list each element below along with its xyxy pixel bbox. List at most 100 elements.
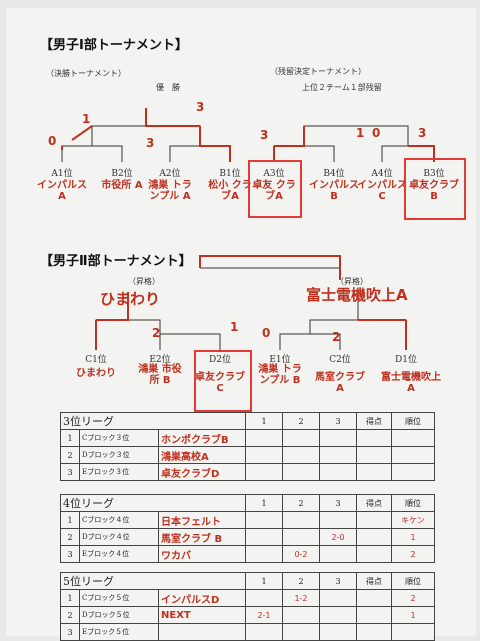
row-team: 日本フェルト — [158, 511, 246, 529]
seed-B1: B1位 — [219, 169, 241, 179]
row-label: Cブロック５位 — [79, 589, 159, 607]
highlight-box-D2 — [194, 350, 252, 412]
seed-A4: A4位 — [371, 169, 393, 179]
right-team-1: インパルス B — [309, 180, 359, 202]
row-label: Eブロック５位 — [79, 623, 159, 641]
league5-header-points: 得点 — [356, 572, 392, 590]
s2-score-2: 0 — [262, 326, 271, 340]
table-row: 3 Eブロック３位 卓友クラブD — [60, 463, 435, 481]
seed-B2: B2位 — [111, 169, 133, 179]
league5-table: 5位リーグ 1 2 3 得点 順位 1 Cブロック５位 インパルスD 1-2 2… — [60, 572, 435, 641]
promo-right-label: （昇格） — [336, 277, 368, 286]
seed-A3: A3位 — [263, 169, 285, 179]
row-team: ホンポクラブB — [158, 429, 246, 447]
seed-C2: C2位 — [329, 355, 351, 365]
right-team-2: インパルス C — [357, 180, 407, 202]
league4-header-3: 3 — [319, 494, 357, 512]
s2-score-0: 2 — [152, 326, 161, 340]
right-team-3: 卓友クラブ B — [409, 180, 459, 202]
row-team: NEXT — [158, 606, 246, 624]
right-bracket-note: 上位２チーム１部残留 — [302, 83, 382, 92]
left-score-1: 1 — [82, 112, 91, 126]
s2-team-4: 馬室クラブ A — [315, 372, 365, 394]
s2-team-0: ひまわり — [76, 368, 116, 379]
row-rank: 2 — [391, 589, 435, 607]
row-label: Cブロック４位 — [79, 511, 159, 529]
row-num: 3 — [60, 623, 80, 641]
promo-left-label: （昇格） — [128, 277, 160, 286]
left-bracket-subtitle: （決勝トーナメント） — [46, 69, 126, 78]
row-label: Eブロック４位 — [79, 545, 159, 563]
seed-B3: B3位 — [423, 169, 445, 179]
left-score-0: 0 — [48, 134, 57, 148]
section1-title: 【男子Ⅰ部トーナメント】 — [40, 38, 188, 53]
seed-B4: B4位 — [323, 169, 345, 179]
row-label: Cブロック３位 — [79, 429, 159, 447]
row-num: 3 — [60, 463, 80, 481]
row-num: 1 — [60, 429, 80, 447]
league5-title: 5位リーグ — [60, 572, 246, 590]
row-result-2: 1-2 — [282, 589, 320, 607]
row-label: Dブロック４位 — [79, 528, 159, 546]
section2-winner-left: ひまわり — [100, 290, 161, 308]
right-score-0: 3 — [260, 128, 269, 142]
row-num: 3 — [60, 545, 80, 563]
league5-header-rank: 順位 — [391, 572, 435, 590]
league5-header-1: 1 — [245, 572, 283, 590]
league5-header-2: 2 — [282, 572, 320, 590]
seed-C1: C1位 — [85, 355, 107, 365]
table-row: 1 Cブロック５位 インパルスD 1-2 2 — [60, 589, 435, 607]
row-label: Dブロック５位 — [79, 606, 159, 624]
row-label: Eブロック３位 — [79, 463, 159, 481]
league5-header-3: 3 — [319, 572, 357, 590]
row-result-3: 2-0 — [319, 528, 357, 546]
table-row: 1 Cブロック４位 日本フェルト キケン — [60, 511, 435, 529]
row-rank: キケン — [391, 511, 435, 529]
league3-table: 3位リーグ 1 2 3 得点 順位 1 Cブロック３位 ホンポクラブB 2 Dブ… — [60, 412, 435, 481]
row-label: Dブロック３位 — [79, 446, 159, 464]
row-team: 卓友クラブD — [158, 463, 246, 481]
left-score-3: 3 — [196, 100, 205, 114]
row-rank: 2 — [391, 545, 435, 563]
league3-header-2: 2 — [282, 412, 320, 430]
highlight-box-B3 — [404, 158, 466, 220]
row-num: 1 — [60, 589, 80, 607]
league4-table: 4位リーグ 1 2 3 得点 順位 1 Cブロック４位 日本フェルト キケン 2… — [60, 494, 435, 563]
table-row: 2 Dブロック３位 鴻巣高校A — [60, 446, 435, 464]
left-score-2: 3 — [146, 136, 155, 150]
left-team-1: 市役所 A — [101, 180, 143, 191]
seed-A2: A2位 — [159, 169, 181, 179]
section2-title: 【男子Ⅱ部トーナメント】 — [40, 254, 192, 269]
row-num: 2 — [60, 446, 80, 464]
left-team-3: 松小 クラブA — [208, 180, 252, 202]
left-team-2: 鴻巣 トランプル A — [148, 180, 192, 202]
s2-team-1: 鴻巣 市役所 B — [138, 364, 182, 386]
section2-winner-right: 富士電機吹上A — [306, 286, 408, 304]
league3-header-rank: 順位 — [391, 412, 435, 430]
s2-score-3: 2 — [332, 330, 341, 344]
table-row: 3 Eブロック４位 ワカバ 0-2 2 — [60, 545, 435, 563]
row-team: 馬室クラブ B — [158, 528, 246, 546]
left-team-0: インパルス A — [37, 180, 87, 202]
league4-header-1: 1 — [245, 494, 283, 512]
right-team-0: 卓友 クラブA — [252, 180, 296, 202]
league3-header-3: 3 — [319, 412, 357, 430]
row-num: 2 — [60, 606, 80, 624]
right-score-2: 0 — [372, 126, 381, 140]
league3-header-points: 得点 — [356, 412, 392, 430]
s2-team-5: 富士電機吹上 A — [381, 372, 441, 394]
left-bracket-winner-label: 優 勝 — [156, 83, 180, 92]
row-num: 1 — [60, 511, 80, 529]
league3-header-1: 1 — [245, 412, 283, 430]
s2-team-2: 卓友クラブ C — [195, 372, 245, 394]
row-team: 鴻巣高校A — [158, 446, 246, 464]
row-result-2: 0-2 — [282, 545, 320, 563]
seed-A1: A1位 — [51, 169, 73, 179]
highlight-box-A3 — [248, 160, 302, 218]
row-rank: 1 — [391, 528, 435, 546]
table-row: 1 Cブロック３位 ホンポクラブB — [60, 429, 435, 447]
league4-header-rank: 順位 — [391, 494, 435, 512]
row-rank: 1 — [391, 606, 435, 624]
table-row: 2 Dブロック５位 NEXT 2-1 1 — [60, 606, 435, 624]
row-team: ワカバ — [158, 545, 246, 563]
